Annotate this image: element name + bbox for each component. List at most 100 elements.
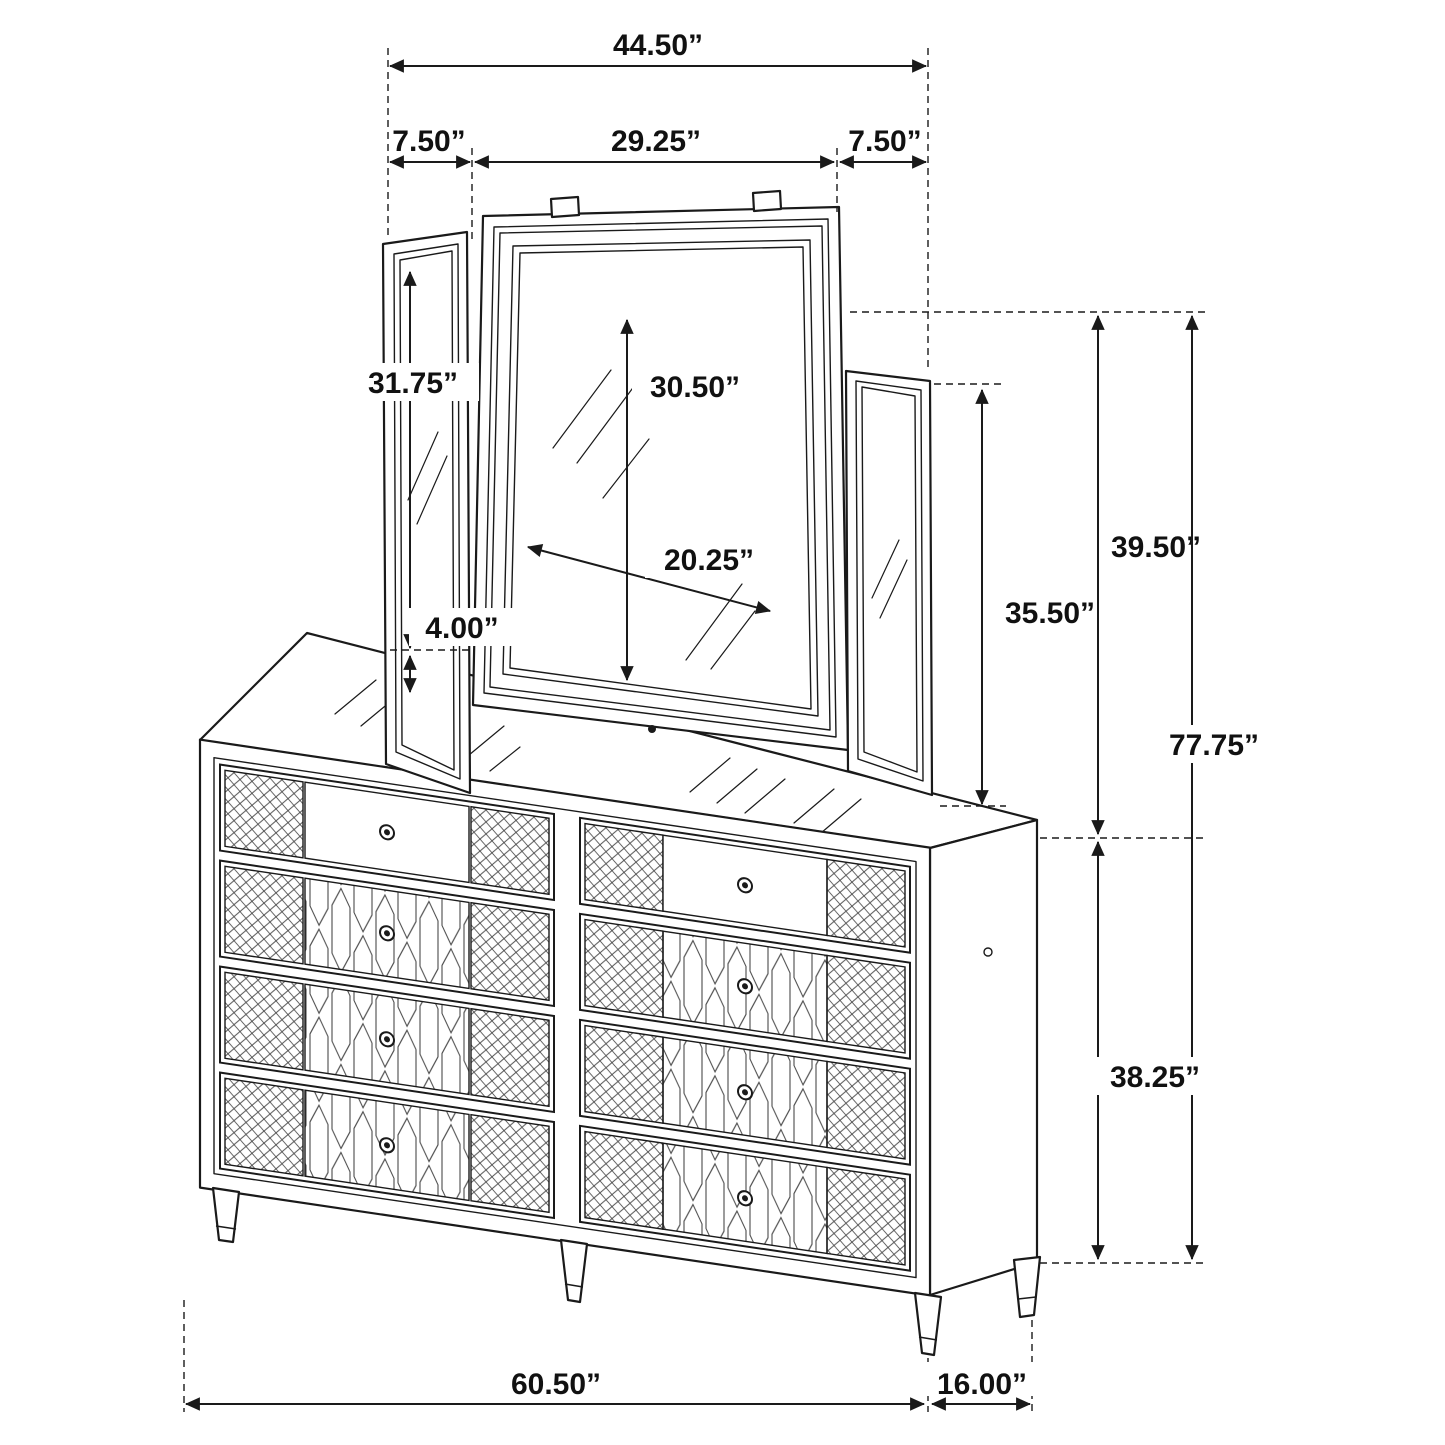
drawer-knob-center xyxy=(742,983,748,990)
dresser-legs xyxy=(211,1186,1042,1357)
leg-front-left xyxy=(211,1186,241,1244)
dresser-front-face xyxy=(198,738,932,1297)
dim-center-glass-height: 30.50” xyxy=(620,318,758,682)
center-mirror-glass xyxy=(509,246,812,710)
right-panel-glass xyxy=(861,386,918,773)
dim-dresser-height: 38.25” xyxy=(1090,840,1220,1261)
leg-back-right xyxy=(1012,1255,1042,1319)
label-background xyxy=(1149,725,1279,763)
dim-left-panel-width: 7.50” xyxy=(388,125,472,169)
drawer-knob-center xyxy=(384,1036,390,1043)
dim-dresser-width: 60.50” xyxy=(184,1368,926,1411)
drawer-left-3 xyxy=(219,965,555,1114)
leg-front-right-foot-line xyxy=(918,1336,938,1341)
drawer-left-4 xyxy=(219,1071,555,1220)
mirror-top-clip-left xyxy=(549,195,581,219)
dim-label-dresser-width: 60.50” xyxy=(511,1368,601,1401)
label-background xyxy=(347,363,479,401)
right-panel-reflection-marks xyxy=(871,539,908,619)
dim-label-right-panel-height: 35.50” xyxy=(1005,597,1095,630)
lattice-panel xyxy=(224,865,304,965)
drawer-knob-center xyxy=(384,1142,390,1149)
label-background xyxy=(1090,1057,1220,1095)
center-mirror-frame-line xyxy=(483,218,837,738)
dim-label-mirror-overall-width: 44.50” xyxy=(613,29,703,62)
right-mirror-panel xyxy=(844,369,934,797)
lattice-panel xyxy=(224,1077,304,1177)
center-mirror xyxy=(471,189,850,752)
drawer-knob-center xyxy=(384,930,390,937)
label-background xyxy=(645,540,773,578)
left-mirror-panel xyxy=(381,230,472,795)
mirror-assembly xyxy=(381,189,934,797)
drawer-right-1 xyxy=(579,816,911,954)
dim-dresser-depth: 16.00” xyxy=(920,1362,1044,1411)
drawer-left-1 xyxy=(219,763,555,902)
left-panel-frame-line xyxy=(393,243,461,780)
dim-center-glass-width: 20.25” xyxy=(526,540,773,614)
drawer-right-2 xyxy=(579,912,911,1060)
lattice-panel xyxy=(826,1166,906,1266)
lattice-panel xyxy=(470,1007,550,1108)
dim-label-center-glass-width: 20.25” xyxy=(664,544,754,577)
top-reflection-marks-right xyxy=(689,757,862,834)
dim-label-center-mirror-width: 29.25” xyxy=(611,125,701,158)
dim-label-left-panel-bottom-offset: 4.00” xyxy=(425,612,498,645)
leg-front-center xyxy=(559,1238,589,1304)
dim-right-panel-width: 7.50” xyxy=(838,125,928,169)
drawer-right-4 xyxy=(579,1124,911,1272)
dim-label-right-panel-width: 7.50” xyxy=(848,125,921,158)
dresser xyxy=(198,631,1042,1357)
dim-center-mirror-width: 29.25” xyxy=(473,125,836,169)
lattice-panel xyxy=(470,805,550,896)
lattice-panel xyxy=(224,971,304,1071)
dim-label-dresser-height: 38.25” xyxy=(1110,1061,1200,1094)
lattice-panel xyxy=(470,1113,550,1214)
dim-label-dresser-depth: 16.00” xyxy=(937,1368,1027,1401)
drawer-left-2 xyxy=(219,859,555,1008)
leg-back-right-foot-line xyxy=(1017,1296,1037,1300)
lattice-panel xyxy=(584,822,664,912)
dim-left-panel-bottom-offset: 4.00” xyxy=(403,608,515,694)
dim-label-left-panel-glass-height: 31.75” xyxy=(368,367,458,400)
drawer-knob-center xyxy=(742,1195,748,1202)
lattice-panel xyxy=(584,1024,664,1124)
right-panel-frame-line xyxy=(855,380,924,782)
drawer-knob-center xyxy=(384,829,390,836)
lattice-panel xyxy=(826,858,906,948)
dim-right-panel-height: 35.50” xyxy=(975,388,1095,806)
drawer-knob-center xyxy=(742,882,748,889)
leg-front-center-foot-line xyxy=(564,1283,584,1288)
dim-label-center-glass-height: 30.50” xyxy=(650,371,740,404)
label-background xyxy=(409,608,515,646)
label-background xyxy=(920,1362,1044,1396)
lattice-panel xyxy=(584,1130,664,1230)
lattice-panel xyxy=(826,1060,906,1160)
lattice-panel xyxy=(584,918,664,1018)
lattice-panel xyxy=(224,769,304,859)
dim-line xyxy=(526,544,772,614)
leg-front-right xyxy=(913,1291,943,1357)
dim-mirror-overall-width: 44.50” xyxy=(388,29,928,73)
dim-left-panel-glass-height: 31.75” xyxy=(347,270,479,650)
mirror-bottom-stud xyxy=(648,725,656,733)
dim-overall-height: 77.75” xyxy=(1149,314,1279,1261)
center-mirror-frame-line-inner xyxy=(489,225,831,731)
left-panel-glass xyxy=(399,250,455,771)
center-mirror-outer-frame xyxy=(471,205,850,752)
drawer-knob-center xyxy=(742,1089,748,1096)
leg-front-left-foot-line xyxy=(215,1225,237,1230)
center-mirror-glass-border xyxy=(502,239,819,717)
dim-label-overall-height: 77.75” xyxy=(1169,729,1259,762)
dim-label-mirror-height: 39.50” xyxy=(1111,531,1201,564)
mirror-top-clip-right xyxy=(751,189,783,213)
front-face-frame xyxy=(213,756,917,1279)
lattice-panel xyxy=(470,901,550,1002)
drawer-right-3 xyxy=(579,1018,911,1166)
dim-label-left-panel-width: 7.50” xyxy=(392,125,465,158)
label-background xyxy=(632,368,758,406)
lattice-panel xyxy=(826,954,906,1054)
side-panel-peg xyxy=(983,947,993,957)
